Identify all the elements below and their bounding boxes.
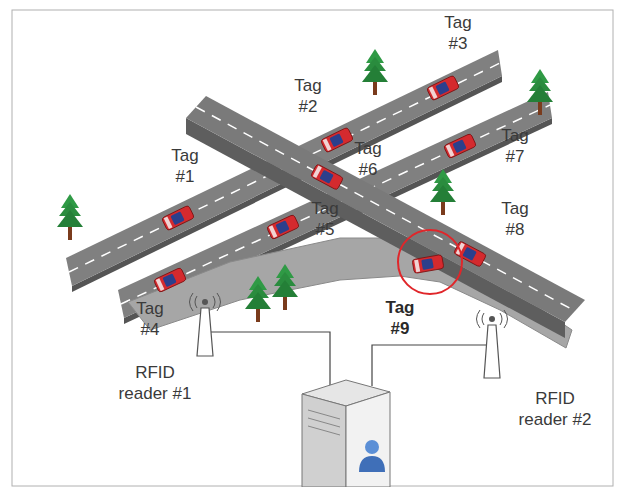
overpass-part: [196, 107, 575, 311]
trees-part: [272, 264, 298, 310]
trees-part: [57, 194, 83, 240]
trees-part: [430, 169, 456, 215]
reader-tower-part: [489, 316, 495, 322]
reader-tower-part: [484, 325, 500, 378]
reader-tower-part: [190, 293, 221, 311]
highlight-circle: [398, 230, 462, 294]
server-part: [302, 394, 346, 487]
tag-label: Tag #5: [311, 198, 338, 240]
server-part: [308, 418, 340, 427]
cars-part: [153, 267, 186, 292]
wires-part: [372, 345, 486, 386]
cars-part: [443, 133, 476, 158]
server-part: [346, 392, 390, 487]
server-part: [365, 440, 379, 454]
server-part: [308, 426, 340, 435]
overpass-part: [186, 118, 565, 338]
tag-label: Tag #1: [171, 145, 198, 187]
reader-tower-part: [477, 310, 508, 328]
cars-part: [320, 127, 353, 153]
reader-tower: [477, 310, 508, 378]
cars-part: [161, 205, 194, 231]
wires-part: [211, 332, 330, 388]
tag-label: Tag #9: [386, 297, 415, 339]
trees: [57, 49, 553, 322]
tag-label: Tag #8: [501, 198, 528, 240]
trees-part: [362, 49, 388, 95]
tag-label: Tag #6: [354, 138, 381, 180]
frame: [12, 10, 613, 486]
reader-tower-part: [202, 299, 208, 305]
wires: [211, 332, 486, 388]
cars-part: [310, 164, 343, 190]
cars-part: [266, 214, 299, 239]
reader-label: RFID reader #2: [509, 388, 601, 430]
cars: [153, 75, 486, 293]
reader-tower: [190, 293, 221, 356]
tag-label: Tag #4: [136, 298, 163, 340]
trees-part: [527, 69, 553, 115]
tag-label: Tag #3: [444, 12, 471, 54]
trees-part: [245, 276, 271, 322]
reader-tower-part: [197, 308, 213, 356]
frame-part: [12, 10, 613, 486]
tag-label: Tag #7: [501, 125, 528, 167]
reader-label: RFID reader #1: [109, 362, 201, 404]
overpass: [186, 96, 585, 338]
server: [302, 380, 390, 487]
server-part: [359, 456, 385, 472]
tag-label: Tag #2: [294, 75, 321, 117]
highlight-circle-part: [398, 230, 462, 294]
cars-part: [412, 255, 444, 274]
cars-part: [453, 241, 486, 267]
server-part: [308, 410, 340, 419]
cars-part: [426, 75, 459, 101]
overpass-part: [186, 96, 585, 322]
